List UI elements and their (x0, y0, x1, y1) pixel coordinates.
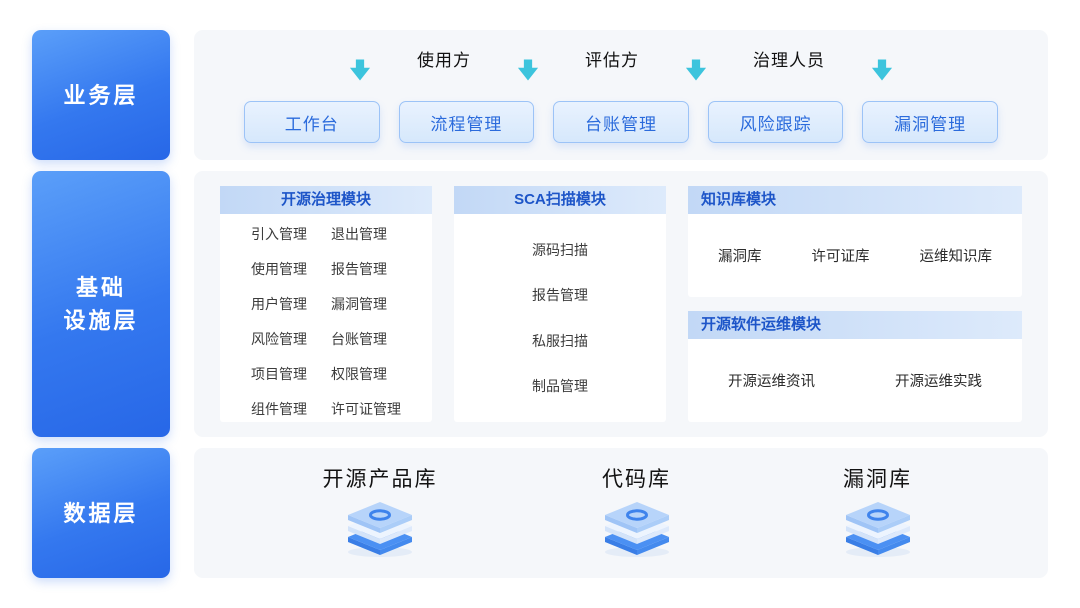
module-item: 开源运维资讯 (728, 374, 815, 390)
database-label: 开源产品库 (322, 468, 438, 491)
database-item: 开源产品库 (323, 463, 438, 563)
module-item: 报告管理 (532, 287, 588, 304)
database-label: 代码库 (602, 468, 671, 491)
knowledge-ops-column: 知识库模块 漏洞库 许可证库 运维知识库 开源软件运维模块 开源运维资讯 开源运… (688, 186, 1022, 422)
module-item: 用户管理 (251, 296, 307, 312)
knowledge-module-title: 知识库模块 (688, 186, 1022, 214)
sca-module-title: SCA扫描模块 (454, 186, 666, 214)
module-item: 引入管理 (251, 226, 307, 242)
data-panel: 开源产品库 (194, 448, 1048, 578)
down-arrow-icon (349, 58, 371, 82)
module-item: 许可证管理 (331, 401, 401, 417)
layer-box-infrastructure: 基础 设施层 (32, 171, 170, 437)
sca-item-list: 源码扫描 报告管理 私服扫描 制品管理 (454, 214, 666, 422)
module-item: 组件管理 (251, 401, 307, 417)
governance-item-grid: 引入管理 退出管理 使用管理 报告管理 用户管理 漏洞管理 风险管理 台账管理 … (220, 214, 432, 429)
business-panel: 使用方 评估方 治理人员 工作台 流程管理 台账管理 风险跟踪 漏洞管理 (194, 30, 1048, 160)
knowledge-module: 知识库模块 漏洞库 许可证库 运维知识库 (688, 186, 1022, 297)
module-item: 运维知识库 (919, 249, 993, 265)
database-item: 漏洞库 (836, 463, 920, 563)
module-item: 许可证库 (811, 249, 870, 265)
ledger-management-button: 台账管理 (553, 101, 689, 143)
ops-module-title: 开源软件运维模块 (688, 311, 1022, 339)
database-stack-icon (595, 496, 679, 563)
module-item: 使用管理 (251, 261, 307, 277)
module-item: 权限管理 (331, 366, 387, 382)
actors-row: 使用方 评估方 治理人员 (244, 43, 998, 97)
down-arrow-icon (517, 58, 539, 82)
layer-box-business: 业务层 (32, 30, 170, 160)
knowledge-item-list: 漏洞库 许可证库 运维知识库 (688, 214, 1022, 297)
infrastructure-panel: 开源治理模块 引入管理 退出管理 使用管理 报告管理 用户管理 漏洞管理 风险管… (194, 171, 1048, 437)
database-stack-icon (338, 496, 422, 563)
actor-governor-label: 治理人员 (753, 51, 825, 70)
risk-tracking-button: 风险跟踪 (707, 101, 844, 143)
data-layer-row: 数据层 开源产品库 (32, 448, 1048, 578)
module-item: 风险管理 (251, 331, 307, 347)
business-buttons-row: 工作台 流程管理 台账管理 风险跟踪 漏洞管理 (244, 101, 998, 143)
actor-assessor-label: 评估方 (585, 51, 639, 70)
sca-module: SCA扫描模块 源码扫描 报告管理 私服扫描 制品管理 (454, 186, 666, 422)
ops-item-list: 开源运维资讯 开源运维实践 (688, 339, 1022, 422)
module-item: 制品管理 (532, 378, 588, 395)
layer-box-data: 数据层 (32, 448, 170, 578)
business-layer-row: 业务层 使用方 评估方 治理人员 工作台 (32, 30, 1048, 160)
module-item: 私服扫描 (532, 332, 588, 349)
layer-data-label: 数据层 (63, 500, 139, 526)
database-item: 代码库 (595, 463, 679, 563)
layer-business-label: 业务层 (63, 82, 139, 108)
layer-infrastructure-label: 基础 设施层 (63, 275, 139, 333)
database-stack-icon (836, 496, 920, 563)
module-item: 退出管理 (331, 226, 387, 242)
module-item: 项目管理 (251, 366, 307, 382)
module-item: 报告管理 (331, 261, 387, 277)
module-item: 台账管理 (331, 331, 387, 347)
module-item: 源码扫描 (532, 241, 588, 258)
process-management-button: 流程管理 (398, 101, 535, 143)
module-item: 漏洞管理 (331, 296, 387, 312)
governance-module: 开源治理模块 引入管理 退出管理 使用管理 报告管理 用户管理 漏洞管理 风险管… (220, 186, 432, 422)
vulnerability-management-button: 漏洞管理 (862, 101, 998, 143)
module-item: 漏洞库 (718, 249, 762, 265)
ops-module: 开源软件运维模块 开源运维资讯 开源运维实践 (688, 311, 1022, 422)
down-arrow-icon (685, 58, 707, 82)
infrastructure-layer-row: 基础 设施层 开源治理模块 引入管理 退出管理 使用管理 报告管理 用户管理 漏… (32, 171, 1048, 437)
workbench-button: 工作台 (244, 101, 380, 143)
module-item: 开源运维实践 (895, 374, 982, 390)
database-label: 漏洞库 (843, 468, 912, 491)
down-arrow-icon (871, 58, 893, 82)
actor-user-label: 使用方 (417, 51, 471, 70)
governance-module-title: 开源治理模块 (220, 186, 432, 214)
